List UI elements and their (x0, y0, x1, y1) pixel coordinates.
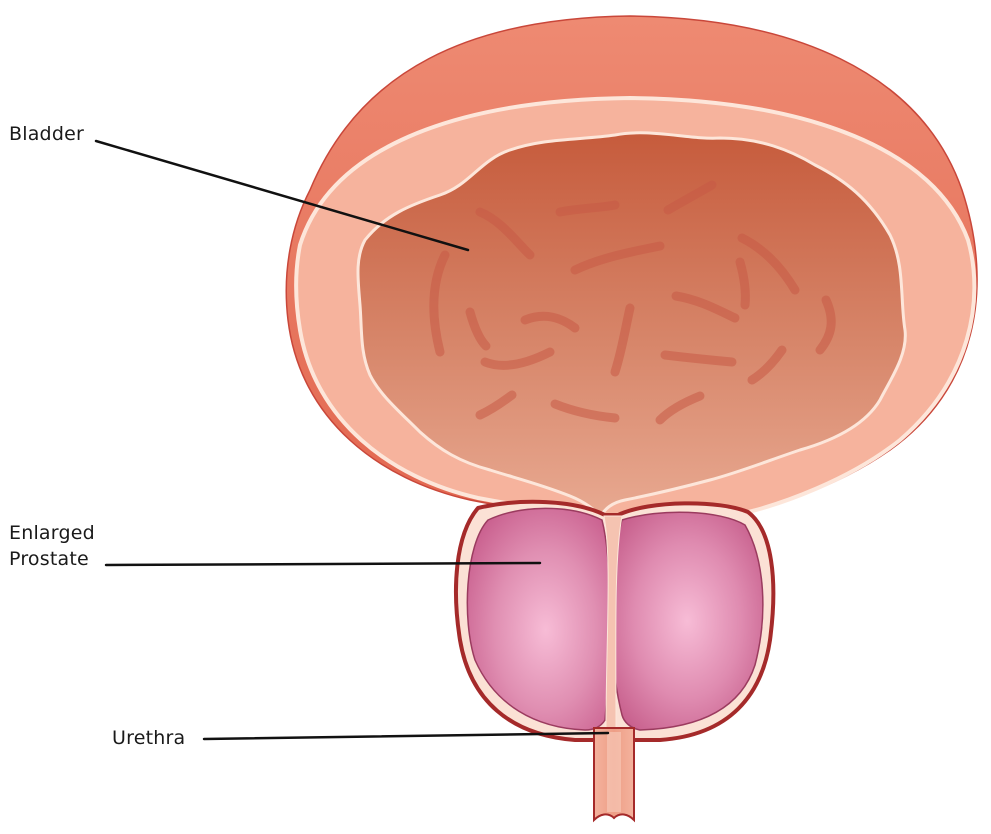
prostate-illustration (454, 499, 776, 742)
bladder-label: Bladder (9, 121, 84, 147)
urethra-label-text: Urethra (112, 727, 186, 749)
urethra-label: Urethra (112, 725, 185, 751)
prostate-label-line2: Prostate (9, 548, 89, 570)
urethra-leader-line (202, 731, 610, 741)
prostate-leader-line (104, 561, 542, 567)
urethra-lumen (607, 732, 621, 812)
bladder-leader-line (94, 139, 470, 252)
enlarged-prostate-label: Enlarged Prostate (9, 520, 95, 572)
urethra-illustration (593, 727, 635, 823)
leader-lines (94, 139, 610, 741)
bladder-illustration (285, 15, 978, 521)
bladder-interior (356, 131, 907, 519)
bladder-folds (429, 180, 836, 425)
bladder-label-text: Bladder (9, 123, 84, 145)
prostate-label-line1: Enlarged (9, 522, 95, 544)
